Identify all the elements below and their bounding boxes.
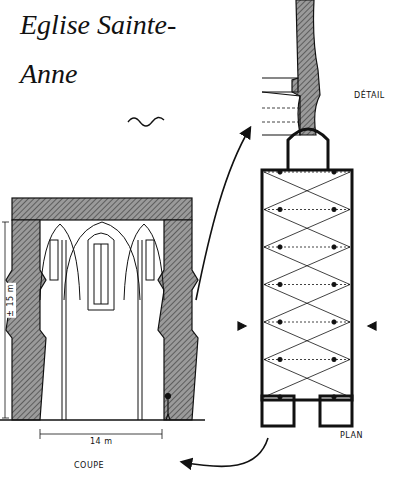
drawing-label: 14 m xyxy=(90,438,113,447)
title: Eglise Sainte-Anne xyxy=(20,0,185,98)
callout-arrow xyxy=(182,438,268,466)
drawing-label: DÉTAIL xyxy=(354,92,385,101)
detail-drawing xyxy=(262,0,320,135)
drawing-label: ± 15 m xyxy=(7,283,16,318)
flourish xyxy=(128,117,164,126)
section-drawing xyxy=(0,198,205,439)
plan-drawing xyxy=(238,129,376,426)
drawing-label: COUPE xyxy=(74,462,104,471)
callout-arrow xyxy=(196,128,250,300)
drawing-label: PLAN xyxy=(340,432,363,441)
